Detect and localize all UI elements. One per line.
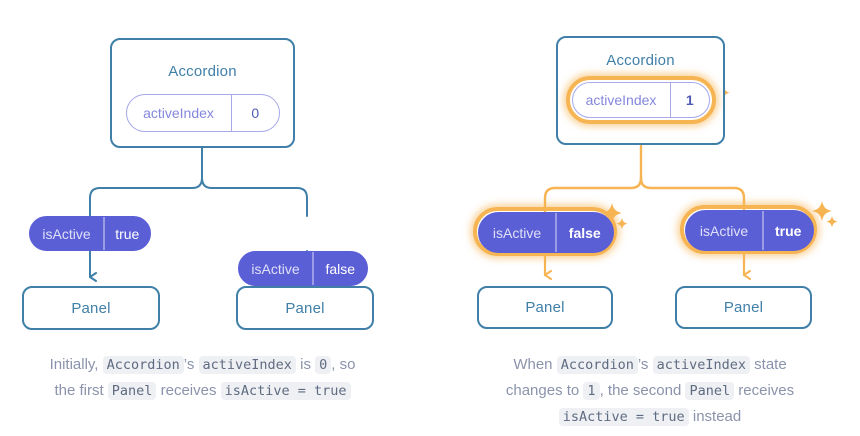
prop-pill-separator <box>230 95 232 131</box>
panel-node-left-1-title: Panel <box>285 299 325 317</box>
caption-code: Accordion <box>556 356 638 374</box>
prop-pill-separator <box>312 252 314 285</box>
prop-pill-separator <box>669 83 671 117</box>
accordion-node-left[interactable]: Accordion activeIndex 0 <box>110 38 295 148</box>
sparkle-icon <box>826 216 838 228</box>
prop-pill-separator <box>555 213 557 252</box>
caption-code: Panel <box>107 382 157 400</box>
sparkle-icon <box>812 201 832 221</box>
caption-code: Accordion <box>102 356 184 374</box>
wire-right-tree <box>543 144 746 214</box>
caption-line: When Accordion’s activeIndex state <box>440 352 860 378</box>
accordion-node-left-title: Accordion <box>168 63 237 80</box>
caption-text: receives <box>156 382 221 399</box>
prop-pill-isactive-left-0[interactable]: isActive true <box>29 216 151 251</box>
panel-node-left-0[interactable]: Panel <box>22 286 160 330</box>
accordion-node-right-title: Accordion <box>606 52 675 69</box>
caption-code: 0 <box>315 356 332 374</box>
caption-text: the first <box>54 382 108 399</box>
prop-pill-key: activeIndex <box>585 92 657 108</box>
prop-pill-activeindex-left[interactable]: activeIndex 0 <box>125 94 280 132</box>
caption-text: ’s <box>637 356 653 373</box>
panel-node-left-0-title: Panel <box>71 299 111 317</box>
wire-left-tree <box>89 147 308 217</box>
prop-pill-value: true <box>115 225 140 242</box>
prop-pill-separator <box>103 217 105 250</box>
prop-pill-isactive-right-0-wrap: isActive false <box>473 207 617 256</box>
prop-pill-key: isActive <box>251 260 300 277</box>
prop-pill-key: activeIndex <box>143 105 214 121</box>
caption-line: Initially, Accordion’s activeIndex is 0,… <box>10 352 395 378</box>
caption-text: When <box>513 356 557 373</box>
wire-right-arrows <box>543 249 751 280</box>
caption-text: , the second <box>599 382 686 399</box>
caption-text: receives <box>734 382 795 399</box>
panel-node-left-1[interactable]: Panel <box>236 286 374 330</box>
prop-pill-value: false <box>325 260 356 277</box>
caption-code: 1 <box>583 382 600 400</box>
caption-text: instead <box>688 408 742 425</box>
prop-pill-activeindex-right[interactable]: activeIndex 1 <box>571 82 710 118</box>
panel-node-right-0-title: Panel <box>525 299 565 316</box>
caption-text: changes to <box>505 382 584 399</box>
sparkle-icon <box>602 203 622 223</box>
prop-pill-value: false <box>568 224 601 241</box>
prop-pill-value: true <box>775 222 802 239</box>
panel-node-right-1[interactable]: Panel <box>675 286 812 329</box>
prop-pill-key: isActive <box>42 225 91 242</box>
prop-pill-isactive-right-0[interactable]: isActive false <box>478 212 614 253</box>
caption-text: Initially, <box>49 356 103 373</box>
prop-pill-separator <box>762 211 764 250</box>
caption-code: isActive = true <box>220 382 351 400</box>
caption-text: ’s <box>183 356 199 373</box>
caption-text: is <box>295 356 316 373</box>
prop-pill-isactive-right-1[interactable]: isActive true <box>685 210 814 251</box>
caption-left: Initially, Accordion’s activeIndex is 0,… <box>10 352 395 404</box>
caption-line: isActive = true instead <box>440 404 860 430</box>
panel-node-right-0[interactable]: Panel <box>477 286 613 329</box>
sparkle-icon <box>616 218 628 230</box>
prop-pill-isactive-right-1-wrap: isActive true <box>680 205 817 254</box>
prop-pill-key: isActive <box>699 222 749 239</box>
caption-code: activeIndex <box>652 356 750 374</box>
caption-text: , so <box>331 356 356 373</box>
prop-pill-value: 0 <box>251 105 260 121</box>
caption-line: changes to 1, the second Panel receives <box>440 378 860 404</box>
caption-text: state <box>749 356 787 373</box>
caption-line: the first Panel receives isActive = true <box>10 378 395 404</box>
caption-code: activeIndex <box>198 356 296 374</box>
caption-code: isActive = true <box>558 408 689 426</box>
accordion-node-right[interactable]: Accordion activeIndex 1 <box>556 36 725 145</box>
prop-pill-isactive-left-1[interactable]: isActive false <box>238 251 368 286</box>
caption-code: Panel <box>685 382 735 400</box>
prop-pill-key: isActive <box>492 224 542 241</box>
prop-pill-value: 1 <box>685 92 694 108</box>
panel-node-right-1-title: Panel <box>723 299 764 316</box>
